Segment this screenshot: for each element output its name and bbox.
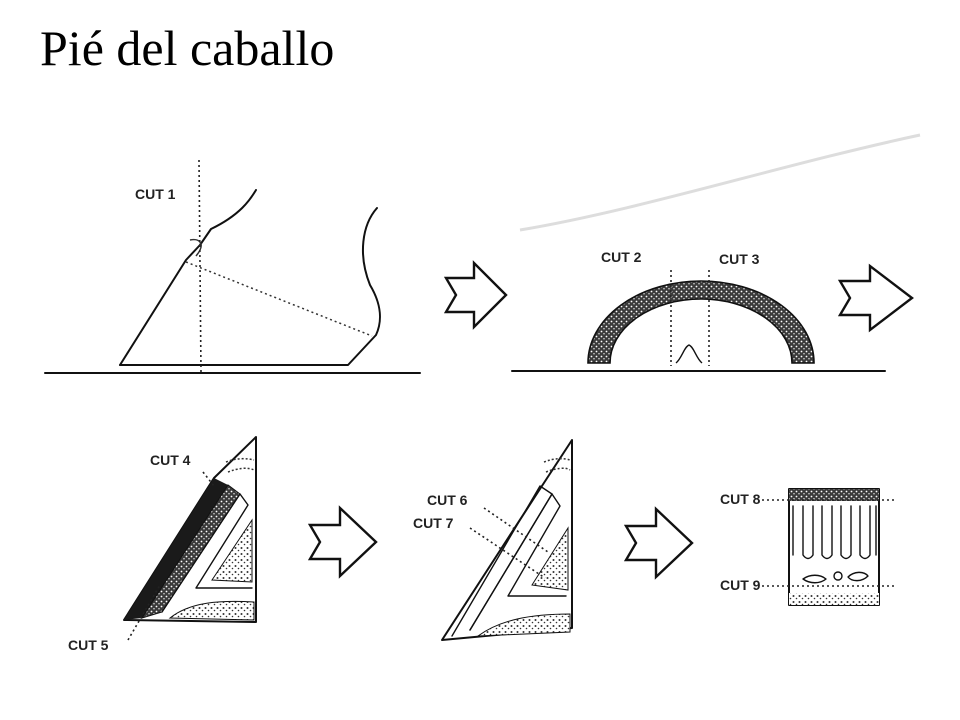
cut-2-label: CUT 2 (601, 249, 642, 265)
sole-region-2 (476, 613, 571, 637)
right-arrow-icon (837, 263, 914, 333)
laminae-folds (792, 505, 877, 560)
cut-9-label: CUT 9 (720, 577, 761, 593)
cut-4-label: CUT 4 (150, 452, 191, 468)
wedge-section-1: CUT 4 CUT 5 (68, 436, 257, 653)
tissue-block: CUT 8 CUT 9 (720, 488, 897, 606)
hoof-heel-outline (119, 207, 381, 366)
right-arrow-icon (623, 506, 694, 580)
tissue-voids (802, 571, 869, 584)
outer-wall-dark (124, 478, 228, 620)
cut-7-line (469, 527, 546, 579)
coronet-hatching-3 (543, 457, 571, 473)
coronet-hatching (189, 238, 202, 257)
hoof-side-view: CUT 1 (44, 159, 421, 374)
cut-3-label: CUT 3 (719, 251, 760, 267)
block-top-band (789, 489, 879, 501)
inner-lamina-outline (161, 493, 253, 613)
right-arrow-icon (307, 505, 378, 579)
sole-region (168, 600, 255, 621)
wedge-outline (123, 436, 257, 623)
cut-8-label: CUT 8 (720, 491, 761, 507)
outer-wall-lines (451, 485, 553, 637)
cut-1-line (198, 159, 202, 373)
hoof-wall-section (587, 280, 815, 364)
coffin-bone-region (211, 518, 253, 583)
coffin-bone-region-2 (531, 526, 569, 591)
cut-6-line (483, 507, 549, 553)
page-title: Pié del caballo (40, 20, 335, 76)
right-arrow-icon (443, 260, 508, 330)
cut-5-label: CUT 5 (68, 637, 109, 653)
cut-1-label: CUT 1 (135, 186, 176, 202)
wedge-section-2: CUT 6 CUT 7 (413, 439, 573, 641)
hoof-cross-section: CUT 2 CUT 3 (511, 249, 886, 372)
coronary-band-hatching (185, 261, 373, 337)
wedge-outline-2 (441, 439, 573, 641)
cut-5-line (127, 584, 161, 641)
scan-shade (519, 133, 921, 232)
frog-peak (675, 344, 703, 364)
hoof-front-outline (119, 189, 257, 366)
cut-6-label: CUT 6 (427, 492, 468, 508)
wall-stipple-band (140, 484, 241, 619)
inner-lamina-outline-2 (469, 493, 567, 631)
block-bottom-band (789, 593, 879, 605)
cut-7-label: CUT 7 (413, 515, 454, 531)
coronet-hatching-2 (225, 457, 255, 473)
